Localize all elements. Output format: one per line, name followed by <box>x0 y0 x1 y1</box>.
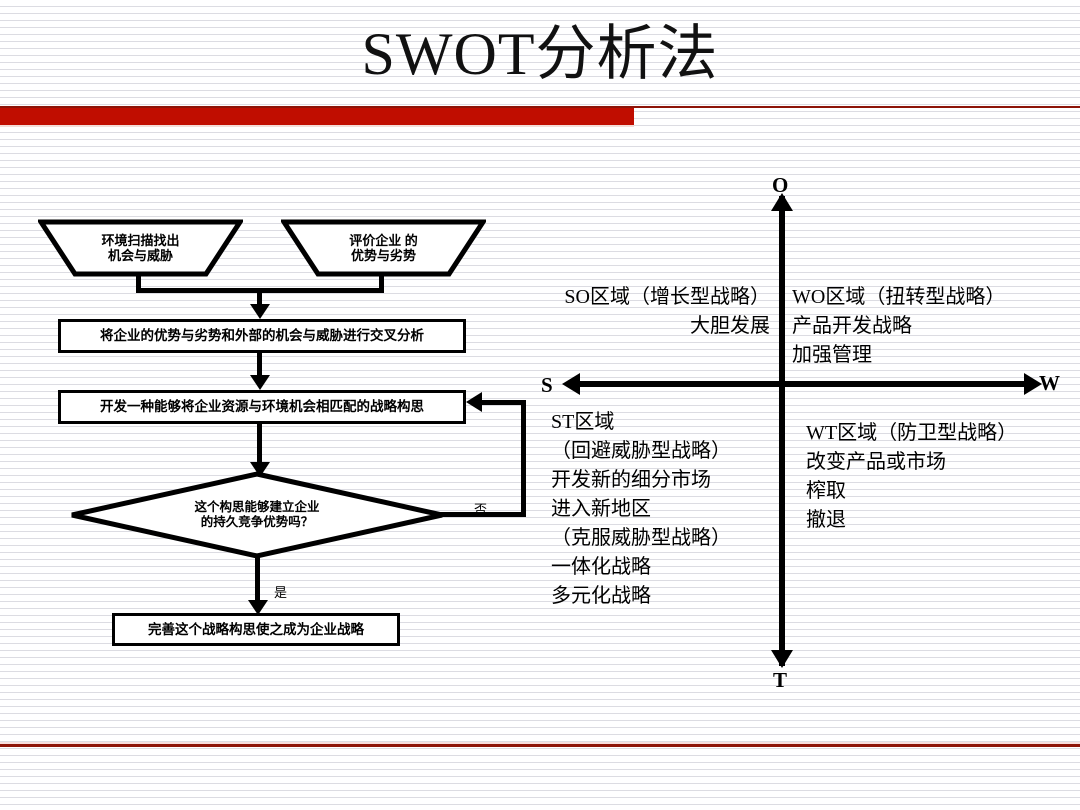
swot-quadrant-wt: WT区域（防卫型战略）改变产品或市场榨取撤退 <box>806 422 1018 531</box>
swot-axis-arrow-up <box>771 193 793 211</box>
header-rule <box>0 106 1080 108</box>
flow-node-evaluate-firm: 评价企业 的优势与劣势 <box>281 219 486 277</box>
arrow-into-finalize <box>248 600 268 615</box>
arrow-into-cross-analysis <box>250 304 270 319</box>
swot-quadrant-st: ST区域（回避威胁型战略）开发新的细分市场进入新地区（克服威胁型战略）一体化战略… <box>551 411 731 607</box>
trapezoid-shape <box>38 219 243 277</box>
flow-node-develop-concept-label: 开发一种能够将企业资源与环境机会相匹配的战略构思 <box>100 399 424 415</box>
connector-trap1-down <box>136 272 141 290</box>
arrow-into-develop-concept-feedback <box>466 392 482 412</box>
swot-axis-label-threat: T <box>773 668 788 692</box>
connector-merge-down <box>257 288 262 308</box>
connector-to-finalize <box>255 556 260 604</box>
edge-label-yes: 是 <box>274 585 288 600</box>
swot-axis-label-weakness: W <box>1039 371 1060 395</box>
swot-axis-arrow-down <box>771 650 793 668</box>
swot-quadrant-wo: WO区域（扭转型战略）产品开发战略加强管理 <box>792 286 1006 366</box>
edge-label-no: 否 <box>474 502 488 517</box>
flow-node-finalize: 完善这个战略构思使之成为企业战略 <box>112 613 400 646</box>
arrow-into-develop-concept <box>250 375 270 390</box>
connector-to-decision <box>257 424 262 466</box>
diamond-shape <box>71 471 443 559</box>
flow-node-cross-analysis-label: 将企业的优势与劣势和外部的机会与威胁进行交叉分析 <box>100 328 424 344</box>
feedback-loop-horizontal-bottom <box>440 512 526 517</box>
page-title: SWOT分析法 <box>361 21 719 87</box>
swot-axis-vertical <box>779 196 785 666</box>
footer-rule <box>0 744 1080 747</box>
feedback-loop-horizontal-top <box>480 400 526 405</box>
swot-axis-horizontal <box>578 381 1028 387</box>
flow-node-cross-analysis: 将企业的优势与劣势和外部的机会与威胁进行交叉分析 <box>58 319 466 353</box>
connector-to-develop-concept <box>257 353 262 378</box>
flow-node-scan-environment: 环境扫描找出机会与威胁 <box>38 219 243 277</box>
swot-axis-arrow-left <box>562 373 580 395</box>
header-accent-bar-shadow <box>0 125 634 127</box>
swot-axis-label-opportunity: O <box>772 173 789 197</box>
flow-node-decision: 这个构思能够建立企业的持久竞争优势吗？ <box>68 470 446 560</box>
flow-node-finalize-label: 完善这个战略构思使之成为企业战略 <box>148 621 364 637</box>
trapezoid-shape <box>281 219 486 277</box>
footer-rule-soft <box>0 742 1080 744</box>
feedback-loop-vertical <box>521 400 526 517</box>
swot-axis-label-strength: S <box>541 373 553 397</box>
header-accent-bar <box>0 108 634 125</box>
flow-node-develop-concept: 开发一种能够将企业资源与环境机会相匹配的战略构思 <box>58 390 466 424</box>
swot-quadrant-so: SO区域（增长型战略）大胆发展 <box>564 286 770 337</box>
swot-axis-arrow-right <box>1024 373 1042 395</box>
connector-trap2-down <box>379 272 384 290</box>
